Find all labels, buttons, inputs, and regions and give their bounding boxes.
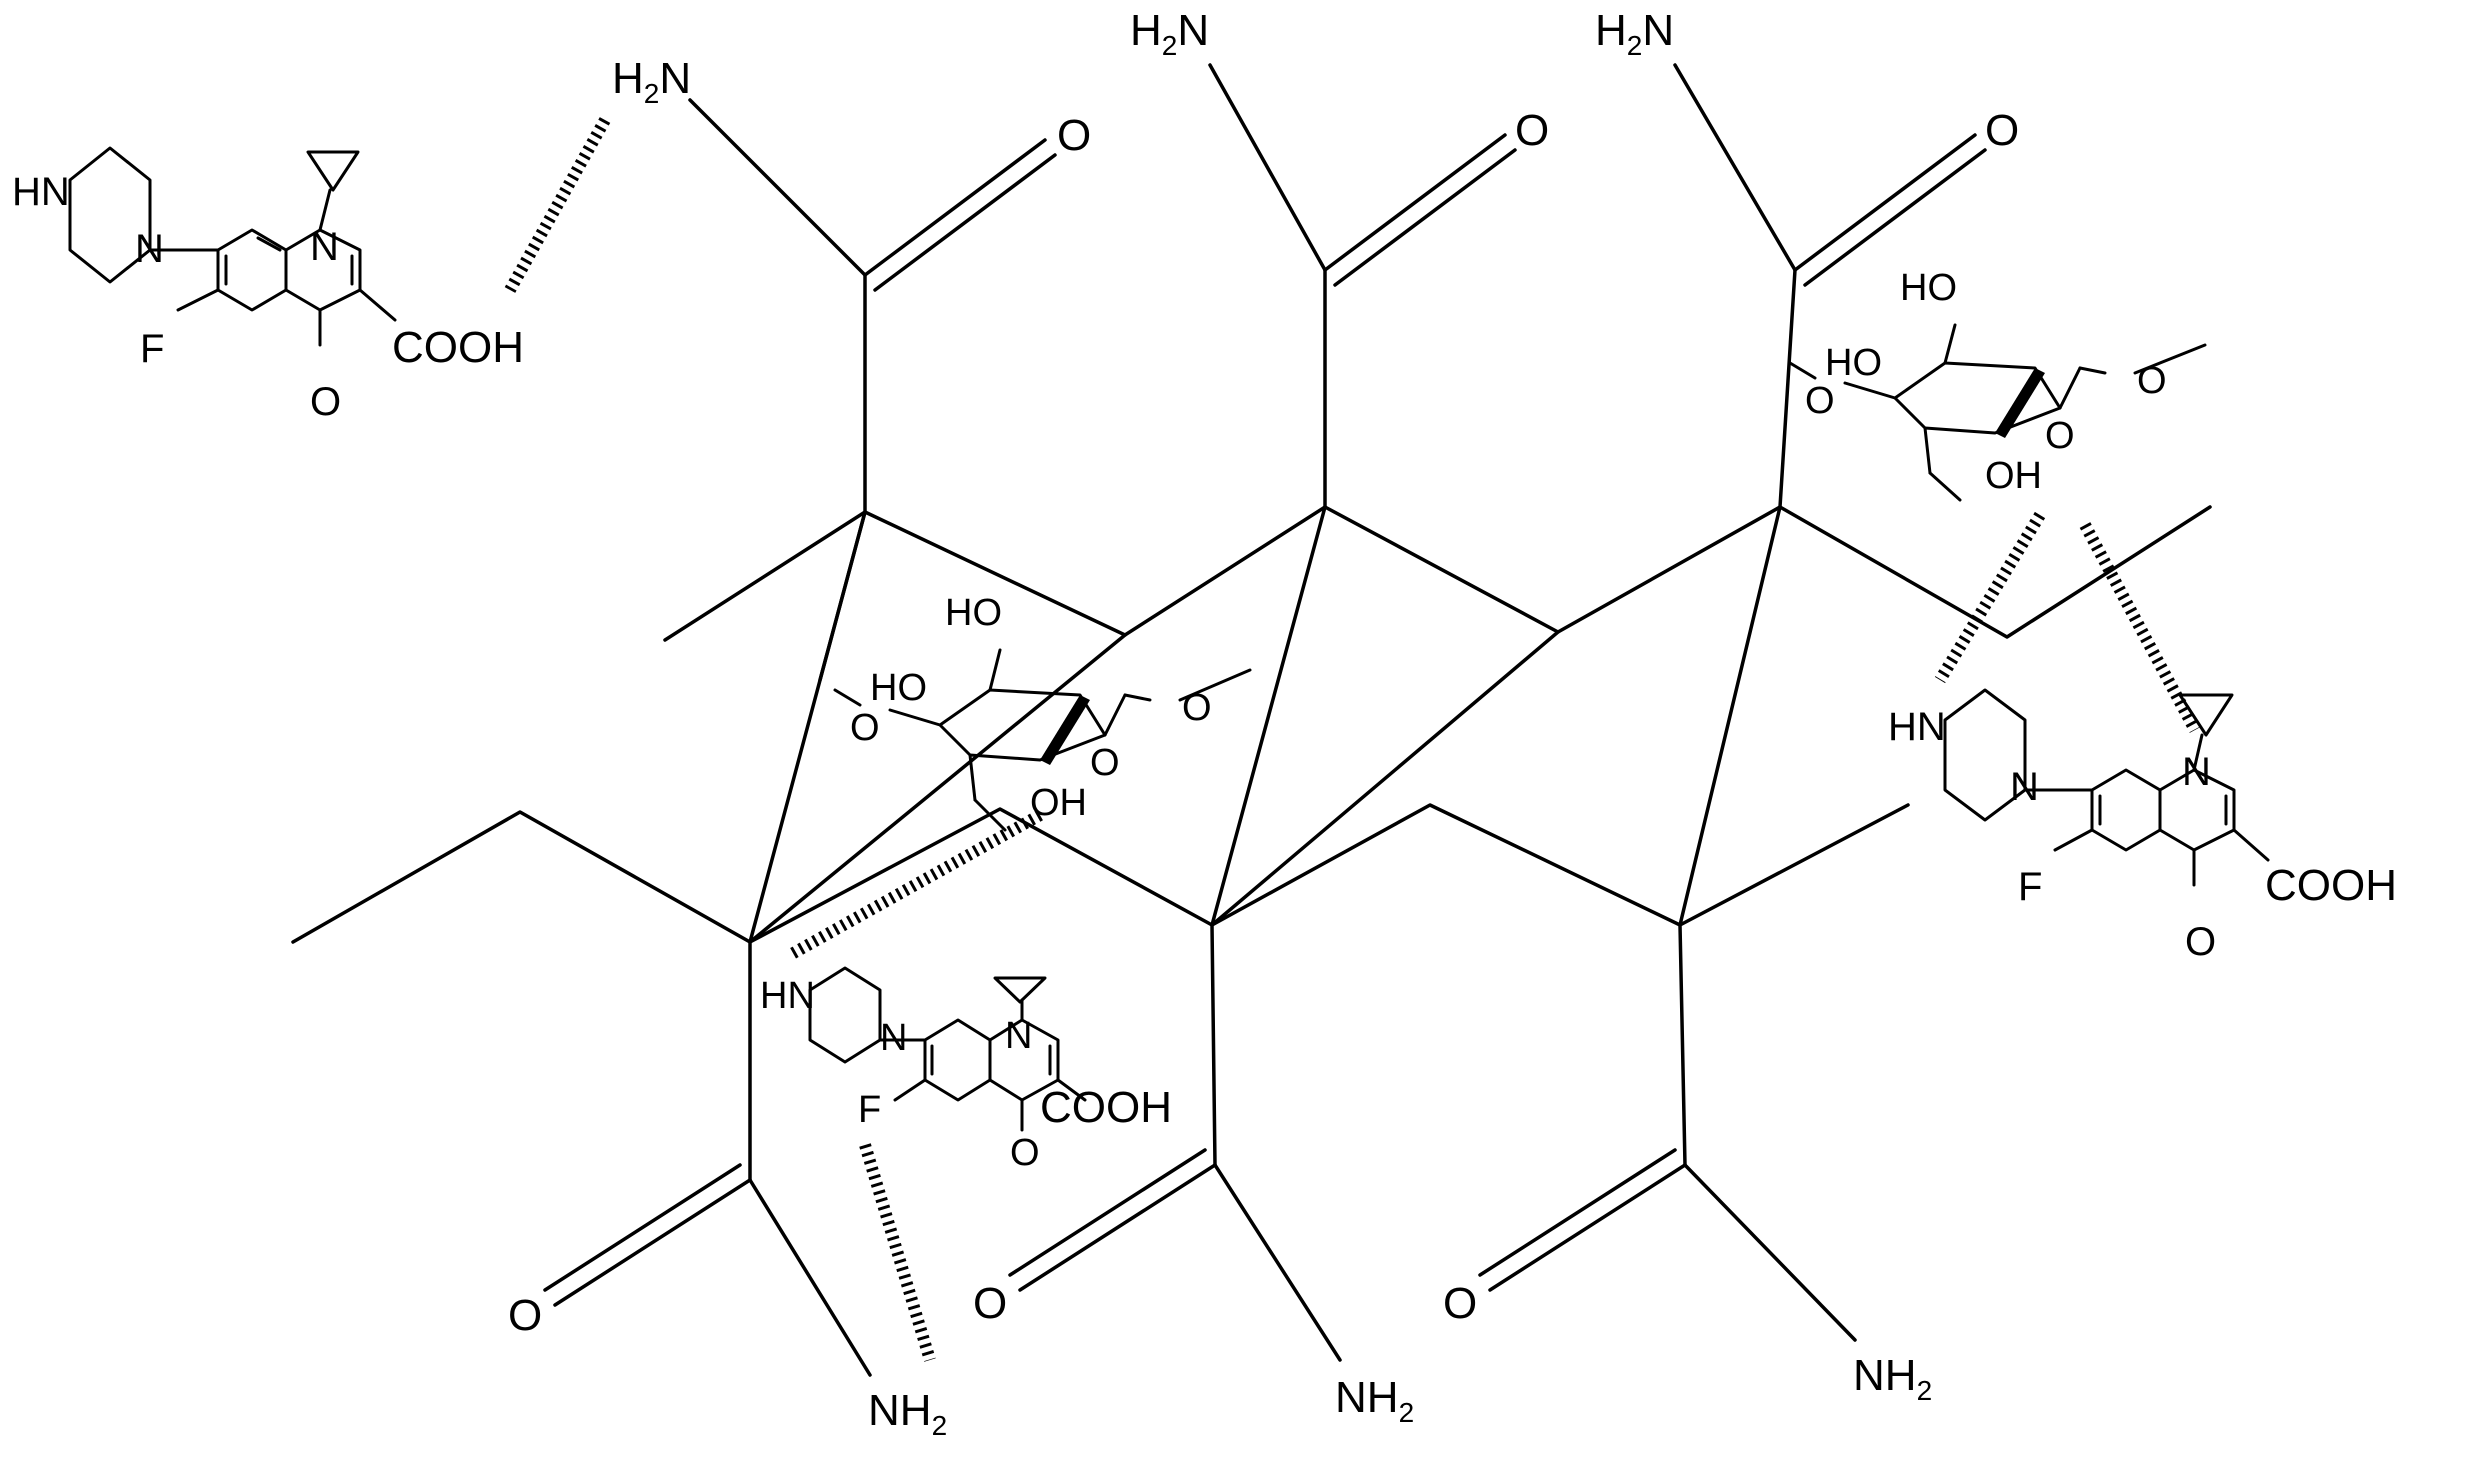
f-label: F (858, 1089, 881, 1131)
amide-group-top-2: H2N O (1130, 6, 1549, 509)
hbond-right-1 (1934, 511, 2046, 684)
hydroxyl-label: HO (870, 667, 927, 709)
f-label: F (2018, 865, 2042, 909)
hbond-center (787, 809, 1043, 961)
crosslink-6 (818, 510, 867, 682)
amine-label: H2N (1595, 6, 1674, 61)
amide-group-bottom-3: O NH2 (1443, 923, 1932, 1406)
amide-group-top-3: H2N O (1595, 6, 2019, 509)
ciprofloxacin-top-left: HN N N F O COOH (12, 146, 524, 424)
ketone-oxygen-label: O (1010, 1132, 1040, 1174)
amine-label: NH2 (1335, 1373, 1414, 1428)
carbonyl-oxygen-label: O (1057, 111, 1091, 160)
cooh-label: COOH (1040, 1083, 1172, 1132)
glycosidic-oxygen-label: O (1182, 687, 1212, 729)
glucose-unit-right: HO HO O O O OH (1788, 267, 2207, 502)
hydroxyl-label: OH (1030, 782, 1087, 824)
upper-chain (663, 505, 2212, 642)
ketone-oxygen-label: O (310, 380, 341, 424)
glycosidic-oxygen-label: O (2137, 360, 2167, 402)
hbond-bottom-center (859, 1143, 936, 1362)
hn-label: HN (1888, 705, 1946, 749)
n-label: N (2182, 750, 2211, 794)
ring-oxygen-label: O (850, 707, 880, 749)
ring-oxygen-label: O (2045, 415, 2075, 457)
amine-label: H2N (612, 54, 691, 109)
polymer-backbone (291, 505, 2212, 944)
n-label: N (310, 225, 339, 269)
carbonyl-oxygen-label: O (1443, 1279, 1477, 1328)
hydroxyl-label: HO (1825, 342, 1882, 384)
hn-label: HN (760, 975, 815, 1017)
hbond-right-2 (2079, 522, 2201, 733)
f-label: F (140, 327, 164, 371)
ring-oxygen-label: O (1805, 380, 1835, 422)
lower-chain (291, 803, 1910, 944)
crosslink-4 (748, 633, 1127, 944)
carbonyl-oxygen-label: O (1985, 106, 2019, 155)
n-label: N (1005, 1015, 1032, 1057)
amine-label: NH2 (1853, 1351, 1932, 1406)
amine-label: H2N (1130, 6, 1209, 61)
amide-group-top-1: H2N O (612, 54, 1091, 514)
carbonyl-oxygen-label: O (1515, 106, 1549, 155)
ciprofloxacin-center: HN N N F O COOH (760, 966, 1172, 1174)
ketone-oxygen-label: O (2185, 920, 2216, 964)
amide-group-bottom-2: O NH2 (973, 923, 1414, 1428)
hydrogen-bonds (504, 117, 2201, 1362)
n-label: N (135, 227, 164, 271)
ring-oxygen-label: O (1090, 742, 1120, 784)
hbond-top-left (504, 117, 611, 293)
cooh-label: COOH (2265, 861, 2397, 910)
cooh-label: COOH (392, 323, 524, 372)
hydroxyl-label: OH (1985, 455, 2042, 497)
carbonyl-oxygen-label: O (973, 1279, 1007, 1328)
crosslink-5 (1210, 630, 1560, 927)
n-label: N (2010, 765, 2039, 809)
amide-group-bottom-1: O NH2 (508, 940, 947, 1441)
glucose-unit-center: HO HO O O O OH (833, 592, 1252, 832)
amine-label: NH2 (868, 1386, 947, 1441)
crosslink-2 (1210, 505, 1327, 927)
n-label: N (880, 1017, 907, 1059)
crosslink-3 (1678, 505, 1782, 927)
hn-label: HN (12, 170, 70, 214)
ciprofloxacin-right: HN N N F O COOH (1888, 688, 2397, 964)
carbonyl-oxygen-label: O (508, 1291, 542, 1340)
hydroxyl-label: HO (1900, 267, 1957, 309)
hydroxyl-label: HO (945, 592, 1002, 634)
